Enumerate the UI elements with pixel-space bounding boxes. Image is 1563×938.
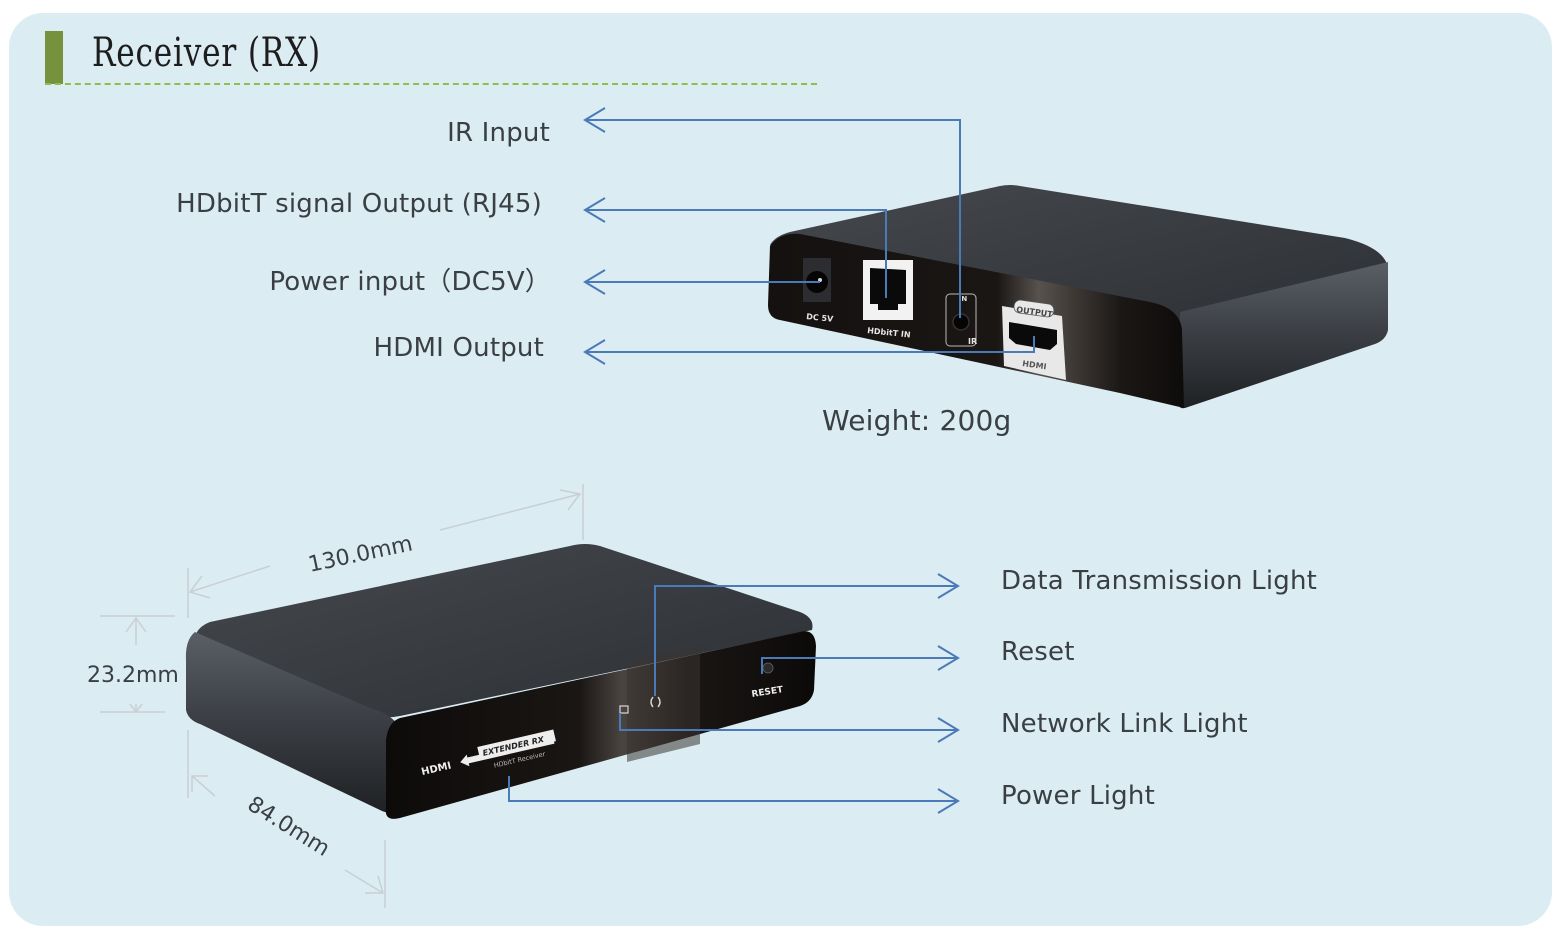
height-arrow-top-icon — [125, 616, 147, 633]
data-transmission-leader — [654, 585, 958, 696]
rear-device: DC 5V HDbitT IN IN IR OUTPUT HDMI — [768, 185, 1388, 409]
hdmi-output-arrow-icon — [583, 339, 606, 365]
hdbitt-output-arrow-icon — [583, 197, 606, 223]
front-device-side — [185, 632, 400, 813]
led-window — [627, 646, 700, 762]
reset-button — [762, 662, 774, 674]
callout-network-link-light: Network Link Light — [1001, 709, 1248, 739]
network-link-leader — [619, 713, 958, 731]
data-transmission-arrow-icon — [937, 573, 960, 599]
length-arrow-right-icon — [559, 489, 582, 511]
ir-input-leader — [585, 119, 961, 318]
rear-device-top — [770, 185, 1388, 330]
network-link-led-icon — [619, 705, 629, 714]
dimension-length-label: 130.0mm — [306, 531, 415, 577]
depth-arrow-right-icon — [365, 875, 385, 894]
weight-label: Weight: 200g — [822, 404, 1012, 437]
callout-reset: Reset — [1001, 637, 1075, 667]
callout-hdmi-output: HDMI Output — [373, 333, 544, 363]
hdmi-label: HDMI — [1022, 359, 1047, 371]
length-arrow-left-icon — [188, 575, 211, 599]
front-device: RESET HDMI EXTENDER RX HDbitT Receiver — [185, 544, 816, 819]
data-transmission-led-icon — [650, 696, 661, 708]
length-dim-right — [439, 493, 581, 531]
length-dim-left — [189, 565, 271, 593]
dimension-lines — [100, 484, 584, 908]
depth-arrow-left-icon — [191, 775, 208, 792]
reset-leader — [761, 657, 958, 674]
power-light-arrow-icon — [937, 788, 960, 814]
depth-dim-left — [191, 775, 216, 797]
title-accent-bar — [45, 31, 63, 84]
hdbitt-output-leader — [585, 209, 887, 298]
front-callout-lines — [508, 573, 960, 814]
power-input-arrow-icon — [583, 269, 606, 295]
diagram-panel — [9, 13, 1552, 926]
reset-arrow-icon — [937, 645, 960, 671]
network-link-arrow-icon — [937, 717, 960, 743]
ir-in-label: IN — [959, 295, 968, 303]
callout-power-light: Power Light — [1001, 781, 1155, 811]
callout-hdbitt-output: HDbitT signal Output (RJ45) — [176, 189, 542, 219]
power-light-leader — [508, 776, 958, 802]
page-title: Receiver (RX) — [92, 30, 321, 76]
ir-label: IR — [968, 337, 977, 346]
dimension-height-label: 23.2mm — [87, 663, 179, 688]
front-branding: HDMI EXTENDER RX HDbitT Receiver — [420, 729, 556, 778]
callout-data-transmission-light: Data Transmission Light — [1001, 566, 1318, 596]
rear-callout-lines — [583, 107, 1035, 365]
dc-label: DC 5V — [806, 312, 835, 324]
product-name-banner — [477, 729, 556, 759]
dimension-depth-label: 84.0mm — [243, 792, 334, 862]
callout-power-input: Power input（DC5V） — [269, 267, 551, 297]
front-device-top — [195, 544, 813, 718]
ir-input-arrow-icon — [583, 107, 606, 133]
front-device-face — [385, 631, 816, 819]
hdmi-output-leader — [585, 336, 1035, 353]
callout-ir-input: IR Input — [447, 118, 550, 148]
depth-dim-right — [344, 869, 384, 894]
height-arrow-bottom-icon — [129, 703, 143, 714]
title-divider — [45, 83, 817, 85]
rear-device-side — [1177, 262, 1388, 409]
